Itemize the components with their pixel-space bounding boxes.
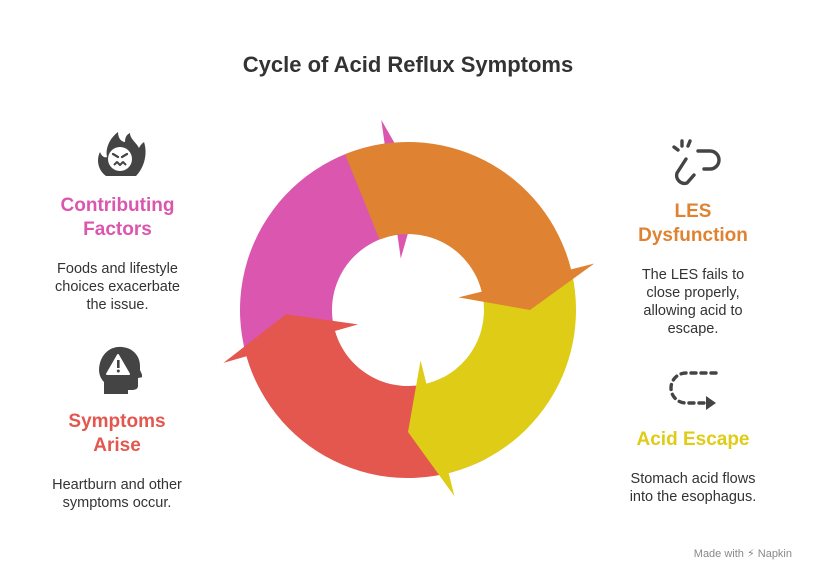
step-title: Contributing Factors [60, 195, 175, 240]
step-title: LES Dysfunction [638, 201, 748, 246]
step-les-dysfunction: LES Dysfunction The LES fails to close p… [618, 200, 768, 338]
frustrated-face-icon [98, 132, 146, 176]
made-with-napkin-credit: Made with ⚡ Napkin [693, 548, 792, 560]
dashed-arrow-icon [669, 371, 718, 410]
step-description: The LES fails to close properly, allowin… [641, 267, 745, 337]
broken-link-icon [672, 139, 721, 186]
head-warning-icon [99, 346, 142, 394]
step-description: Foods and lifestyle choices exacerbate t… [55, 261, 180, 313]
cycle-arrow-les [345, 141, 595, 310]
step-title: Acid Escape [636, 429, 750, 450]
step-description: Heartburn and other symptoms occur. [52, 477, 182, 511]
step-acid-escape: Acid Escape Stomach acid flows into the … [608, 428, 778, 506]
step-title: Symptoms Arise [68, 411, 166, 456]
diagram-title: Cycle of Acid Reflux Symptoms [242, 52, 574, 77]
step-description: Stomach acid flows into the esophagus. [629, 471, 757, 505]
step-contributing-factors: Contributing Factors Foods and lifestyle… [40, 194, 195, 314]
step-symptoms-arise: Symptoms Arise Heartburn and other sympt… [42, 410, 192, 512]
cycle-arrow-acid [408, 247, 576, 497]
